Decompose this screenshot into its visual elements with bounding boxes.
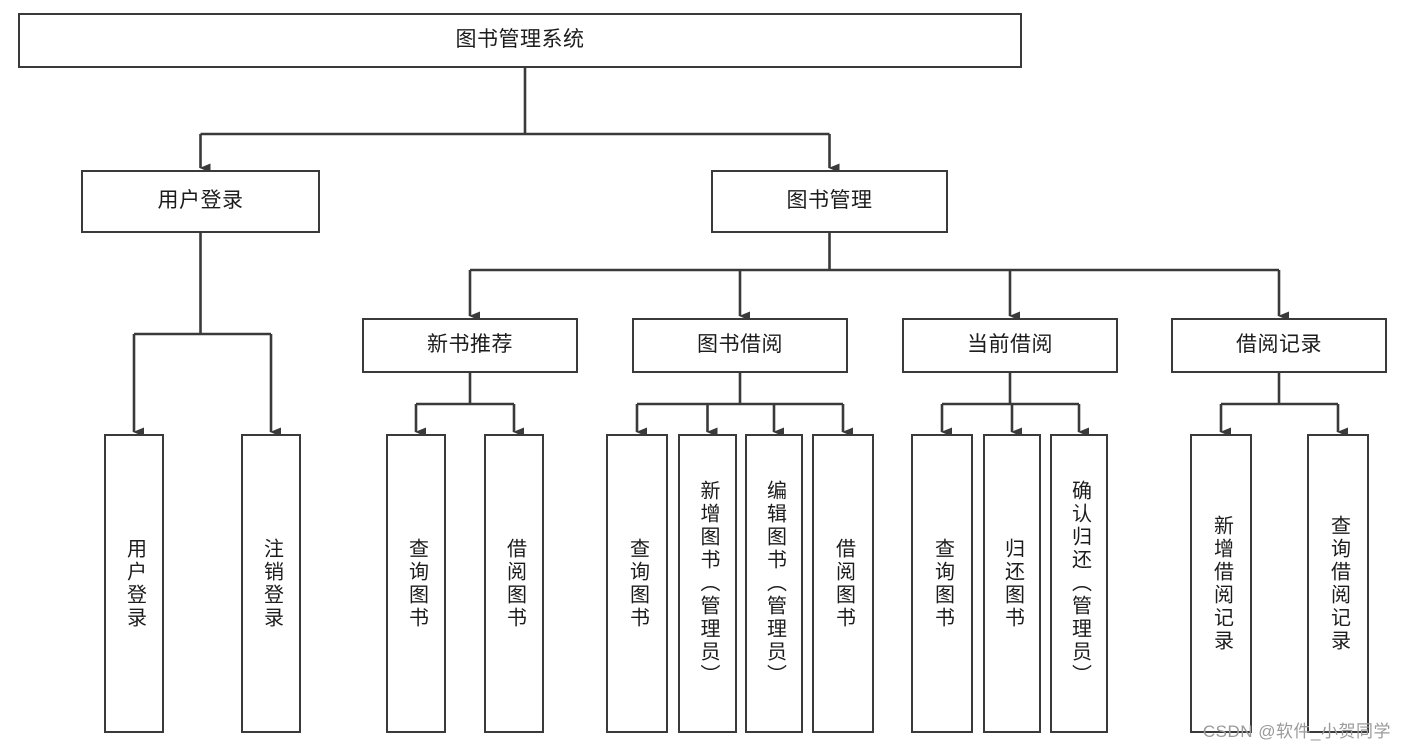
- level3-node-box[interactable]: 当前借阅: [902, 318, 1118, 373]
- leaf-node-label: 借阅图书: [832, 537, 855, 630]
- leaf-node-box[interactable]: 编辑图书（管理员）: [745, 434, 803, 733]
- leaf-node-box[interactable]: 借阅图书: [812, 434, 874, 733]
- level3-node-box[interactable]: 新书推荐: [362, 318, 578, 373]
- leaf-node-label: 查询图书: [931, 537, 954, 630]
- level3-node-label: 借阅记录: [1236, 333, 1322, 357]
- leaf-node-box[interactable]: 借阅图书: [484, 434, 544, 733]
- leaf-node-label: 归还图书: [1001, 537, 1024, 630]
- level3-node-box[interactable]: 图书借阅: [632, 318, 848, 373]
- leaf-node-box[interactable]: 查询图书: [386, 434, 446, 733]
- level3-node-label: 新书推荐: [427, 333, 513, 357]
- level2-node-label: 图书管理: [786, 189, 873, 213]
- leaf-node-label: 用户登录: [123, 537, 146, 630]
- root-node-box[interactable]: 图书管理系统: [18, 13, 1022, 68]
- leaf-node-box[interactable]: 注销登录: [241, 434, 301, 733]
- leaf-node-label: 借阅图书: [503, 537, 526, 630]
- leaf-node-label: 查询图书: [626, 537, 649, 630]
- level2-node-box[interactable]: 图书管理: [711, 170, 948, 233]
- level3-node-label: 当前借阅: [967, 333, 1053, 357]
- leaf-node-label: 确认归还（管理员）: [1068, 480, 1091, 687]
- leaf-node-box[interactable]: 用户登录: [104, 434, 164, 733]
- root-node-label: 图书管理系统: [455, 28, 585, 52]
- watermark-text: CSDN @软件_小贺同学: [1202, 722, 1391, 741]
- leaf-node-label: 新增图书（管理员）: [697, 480, 719, 687]
- leaf-node-label: 编辑图书（管理员）: [763, 480, 786, 687]
- level2-node-box[interactable]: 用户登录: [81, 170, 320, 233]
- level2-node-label: 用户登录: [157, 189, 244, 213]
- level3-node-label: 图书借阅: [697, 333, 783, 357]
- leaf-node-label: 查询借阅记录: [1327, 514, 1350, 653]
- leaf-node-box[interactable]: 归还图书: [983, 434, 1041, 733]
- leaf-node-box[interactable]: 查询借阅记录: [1307, 434, 1369, 733]
- leaf-node-box[interactable]: 确认归还（管理员）: [1050, 434, 1108, 733]
- leaf-node-box[interactable]: 查询图书: [911, 434, 973, 733]
- leaf-node-label: 注销登录: [260, 537, 283, 630]
- leaf-node-label: 新增借阅记录: [1210, 514, 1233, 653]
- leaf-node-box[interactable]: 新增借阅记录: [1190, 434, 1252, 733]
- leaf-node-box[interactable]: 查询图书: [606, 434, 668, 733]
- leaf-node-box[interactable]: 新增图书（管理员）: [678, 434, 737, 733]
- leaf-node-label: 查询图书: [405, 537, 428, 630]
- level3-node-box[interactable]: 借阅记录: [1171, 318, 1387, 373]
